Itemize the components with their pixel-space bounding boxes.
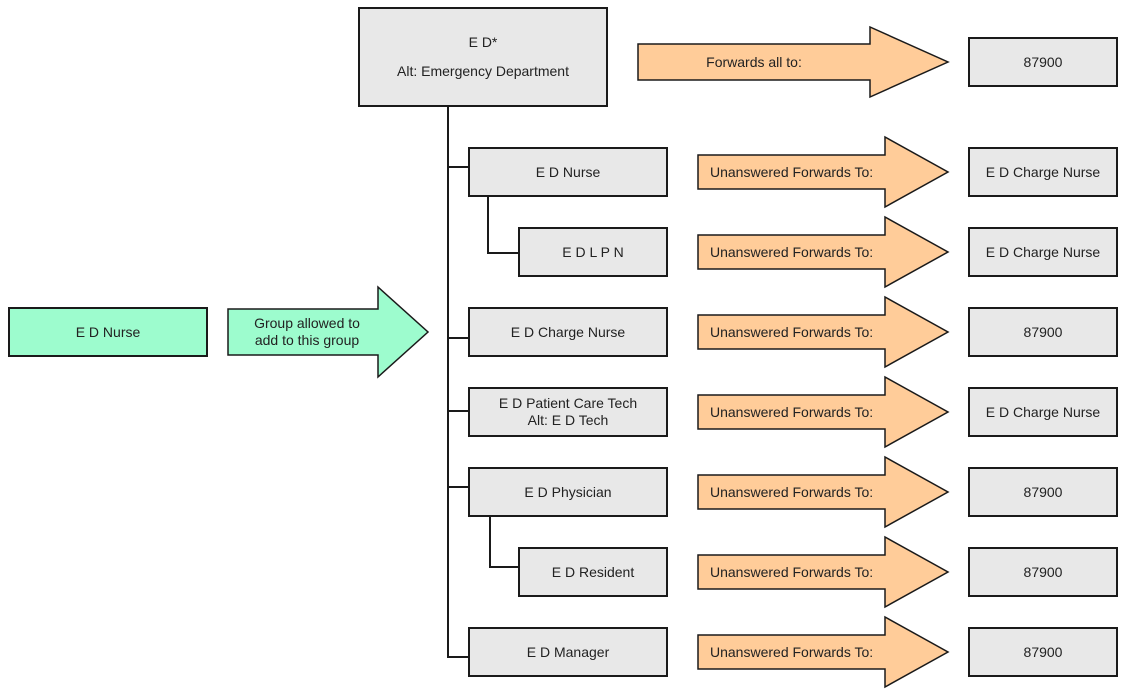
forward-arrow-6 — [697, 535, 950, 609]
forward-label: Unanswered Forwards To: — [710, 323, 874, 340]
forward-arrow-1 — [697, 135, 950, 209]
target-name: E D Charge Nurse — [985, 243, 1101, 260]
member-box-ed-charge-nurse[interactable]: E D Charge Nurse — [468, 307, 668, 357]
forward-label: Unanswered Forwards To: — [710, 243, 874, 260]
member-box-ed-patient-care-tech[interactable]: E D Patient Care Tech Alt: E D Tech — [468, 387, 668, 437]
forward-arrow-4 — [697, 375, 950, 449]
member-name: E D Charge Nurse — [510, 323, 626, 340]
member-box-ed-manager[interactable]: E D Manager — [468, 627, 668, 677]
allow-arrow — [227, 285, 430, 379]
target-box[interactable]: E D Charge Nurse — [968, 387, 1118, 437]
target-name: 87900 — [1023, 563, 1063, 580]
forward-label: Unanswered Forwards To: — [710, 163, 874, 180]
forwards-all-label: Forwards all to: — [706, 53, 802, 70]
top-group-target-box[interactable]: 87900 — [968, 37, 1118, 87]
target-box[interactable]: E D Charge Nurse — [968, 147, 1118, 197]
target-name: 87900 — [1023, 483, 1063, 500]
member-name: E D Manager — [526, 643, 610, 660]
allow-arrow-label: Group allowed to add to this group — [228, 309, 386, 355]
forward-label: Unanswered Forwards To: — [710, 643, 874, 660]
target-name: E D Charge Nurse — [985, 403, 1101, 420]
target-box[interactable]: 87900 — [968, 467, 1118, 517]
target-name: 87900 — [1023, 323, 1063, 340]
sub-branch-line-ed-resident — [489, 517, 518, 568]
member-box-ed-nurse[interactable]: E D Nurse — [468, 147, 668, 197]
source-group-box[interactable]: E D Nurse — [8, 307, 208, 357]
forward-label: Unanswered Forwards To: — [710, 563, 874, 580]
top-group-alt: Alt: Emergency Department — [397, 63, 569, 79]
target-box[interactable]: E D Charge Nurse — [968, 227, 1118, 277]
member-box-ed-physician[interactable]: E D Physician — [468, 467, 668, 517]
member-name: E D L P N — [562, 243, 624, 260]
top-group-name: E D* — [468, 34, 498, 50]
top-group-box[interactable]: E D* Alt: Emergency Department — [358, 7, 608, 107]
allow-arrow-label-line2: add to this group — [254, 332, 360, 348]
member-alt: Alt: E D Tech — [527, 412, 609, 428]
top-group-target: 87900 — [1023, 53, 1063, 70]
member-box-ed-resident[interactable]: E D Resident — [518, 547, 668, 597]
forward-arrow-3 — [697, 295, 950, 369]
sub-branch-line-ed-lpn — [487, 197, 518, 254]
forward-label: Unanswered Forwards To: — [710, 403, 874, 420]
target-box[interactable]: 87900 — [968, 307, 1118, 357]
member-name: E D Patient Care Tech — [498, 395, 638, 411]
member-name: E D Physician — [524, 483, 612, 500]
member-name: E D Resident — [551, 563, 635, 580]
target-name: E D Charge Nurse — [985, 163, 1101, 180]
target-box[interactable]: 87900 — [968, 547, 1118, 597]
forward-arrow-2 — [697, 215, 950, 289]
target-name: 87900 — [1023, 643, 1063, 660]
source-group-name: E D Nurse — [75, 323, 141, 340]
member-name: E D Nurse — [535, 163, 601, 180]
forward-arrow-5 — [697, 455, 950, 529]
target-box[interactable]: 87900 — [968, 627, 1118, 677]
forwards-all-arrow — [637, 25, 950, 99]
member-box-ed-lpn[interactable]: E D L P N — [518, 227, 668, 277]
forward-label: Unanswered Forwards To: — [710, 483, 874, 500]
allow-arrow-label-line1: Group allowed to — [254, 315, 360, 331]
forward-arrow-7 — [697, 615, 950, 689]
